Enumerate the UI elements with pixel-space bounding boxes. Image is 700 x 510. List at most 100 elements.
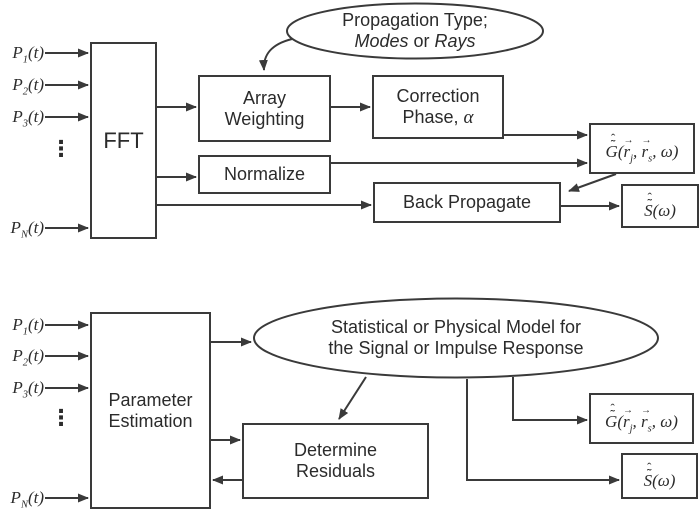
vector-arrow-accent: → — [623, 134, 634, 146]
hat-accent: ˆ — [611, 130, 616, 146]
signal-estimate-label: ˆ˜S(ω) — [644, 191, 676, 221]
p-args: (t) — [27, 43, 44, 62]
paren-open: ( — [652, 200, 659, 220]
subscript-s: s — [648, 152, 653, 164]
vertical-ellipsis-bottom: ⋮ — [50, 406, 72, 431]
parameter-estimation-line1: Parameter — [108, 389, 193, 410]
paren-open: ( — [617, 411, 623, 431]
tilde-accent: ˜ — [610, 406, 615, 422]
tilde-accent: ˜ — [647, 465, 652, 481]
r-vector-stack: →r — [623, 405, 633, 431]
correction-phase-line1: Correction — [396, 86, 480, 106]
omega-symbol: ω — [660, 411, 673, 431]
input-label-pn-bottom: PN(t) — [0, 487, 44, 510]
p-args: (t) — [27, 75, 44, 94]
propagation-type-label: Propagation Type; Modes or Rays — [287, 10, 543, 52]
greens-function-output-box-bottom: ˆ˜G(→rj, →rs, ω) — [589, 393, 694, 444]
r-vector-stack: →r — [641, 135, 652, 161]
rays-word: Rays — [434, 31, 476, 51]
p-args: (t) — [27, 315, 44, 334]
greens-function-label: ˆ˜G(→rj, →rs, ω) — [605, 402, 678, 435]
normalize-box: Normalize — [198, 155, 331, 194]
vector-arrow-accent: → — [641, 134, 652, 146]
comma: , — [632, 411, 642, 431]
p-symbol: P — [12, 315, 23, 334]
input-label-p3-top: P3(t) — [0, 106, 44, 130]
input-label-p3-bottom: P3(t) — [0, 377, 44, 401]
signal-output-box-top: ˆ˜S(ω) — [621, 184, 699, 228]
modes-word: Modes — [354, 31, 409, 51]
fft-box: FFT — [90, 42, 157, 239]
correction-phase-line2: Phase, α — [402, 107, 473, 128]
omega-symbol: ω — [657, 470, 670, 490]
p-args: (t) — [27, 488, 44, 507]
alpha-symbol: α — [463, 107, 474, 128]
paren-close: ) — [672, 141, 679, 161]
p-args: (t) — [27, 218, 44, 237]
p-args: (t) — [27, 346, 44, 365]
back-propagate-label: Back Propagate — [402, 192, 532, 212]
greens-function-output-box-top: ˆ˜G(→rj, →rs, ω) — [589, 123, 695, 174]
arrow-model-to-s — [466, 379, 620, 485]
determine-residuals-box: Determine Residuals — [242, 423, 429, 499]
p-subscript: 3 — [22, 389, 28, 401]
hat-accent: ˆ — [647, 459, 652, 475]
p-symbol: P — [12, 378, 23, 397]
input-label-p2-bottom: P2(t) — [0, 345, 44, 369]
arrow-ellipse-to-array-weighting — [258, 38, 293, 71]
paren-open: ( — [652, 470, 658, 490]
paren-close: ) — [672, 411, 678, 431]
input-label-p1-bottom: P1(t) — [0, 314, 44, 338]
signal-output-box-bottom: ˆ˜S(ω) — [621, 453, 698, 499]
p-subscript: 3 — [22, 118, 28, 130]
correction-phase-box: Correction Phase, α — [372, 75, 504, 139]
g-accent-stack: ˆ˜G — [605, 402, 617, 430]
array-weighting-box: Array Weighting — [198, 75, 331, 142]
p-subscript: N — [20, 229, 28, 241]
omega-symbol: ω — [658, 200, 671, 220]
s-symbol: S — [643, 470, 653, 490]
paren-close: ) — [669, 470, 676, 490]
arrow-g-to-back-propagate — [568, 173, 617, 192]
array-weighting-line1: Array — [242, 87, 286, 108]
comma: , — [652, 141, 661, 161]
vector-arrow-accent: → — [623, 404, 633, 416]
paren-close: ) — [670, 200, 676, 220]
subscript-j: j — [629, 422, 633, 434]
hat-accent: ˆ — [610, 400, 615, 416]
arrow-model-to-g — [512, 377, 588, 425]
comma: , — [633, 141, 642, 161]
p-subscript: 2 — [22, 86, 28, 98]
back-propagate-box: Back Propagate — [373, 182, 561, 223]
signal-estimate-label: ˆ˜S(ω) — [643, 461, 676, 491]
vector-arrow-accent: → — [641, 404, 652, 416]
input-label-p2-top: P2(t) — [0, 74, 44, 98]
g-accent-stack: ˆ˜G — [606, 132, 618, 160]
tilde-accent: ˜ — [647, 195, 652, 211]
p-symbol: P — [10, 218, 21, 237]
r-symbol: r — [623, 411, 630, 431]
p-args: (t) — [27, 378, 44, 397]
determine-residuals-line1: Determine — [293, 440, 378, 460]
vertical-ellipsis-top: ⋮ — [50, 137, 72, 162]
r-symbol: r — [641, 411, 648, 431]
p-subscript: N — [20, 499, 28, 510]
propagation-type-ellipse — [286, 2, 544, 60]
p-subscript: 1 — [22, 54, 28, 66]
s-symbol: S — [644, 200, 653, 220]
model-line1: Statistical or Physical Model for — [330, 317, 582, 337]
p-symbol: P — [12, 75, 23, 94]
parameter-estimation-box: Parameter Estimation — [90, 312, 211, 509]
propagation-type-line1: Propagation Type; — [342, 10, 488, 30]
arrow-model-to-determine-residuals — [338, 376, 367, 420]
propagation-type-line2: Modes or Rays — [287, 31, 543, 52]
array-weighting-line2: Weighting — [224, 108, 305, 129]
input-label-pn-top: PN(t) — [0, 217, 44, 241]
model-line2: the Signal or Impulse Response — [328, 338, 584, 358]
r-symbol: r — [641, 141, 649, 161]
hat-accent: ˆ — [647, 189, 652, 205]
p-symbol: P — [12, 346, 23, 365]
r-vector-stack: →r — [641, 405, 651, 431]
p-subscript: 2 — [22, 357, 28, 369]
